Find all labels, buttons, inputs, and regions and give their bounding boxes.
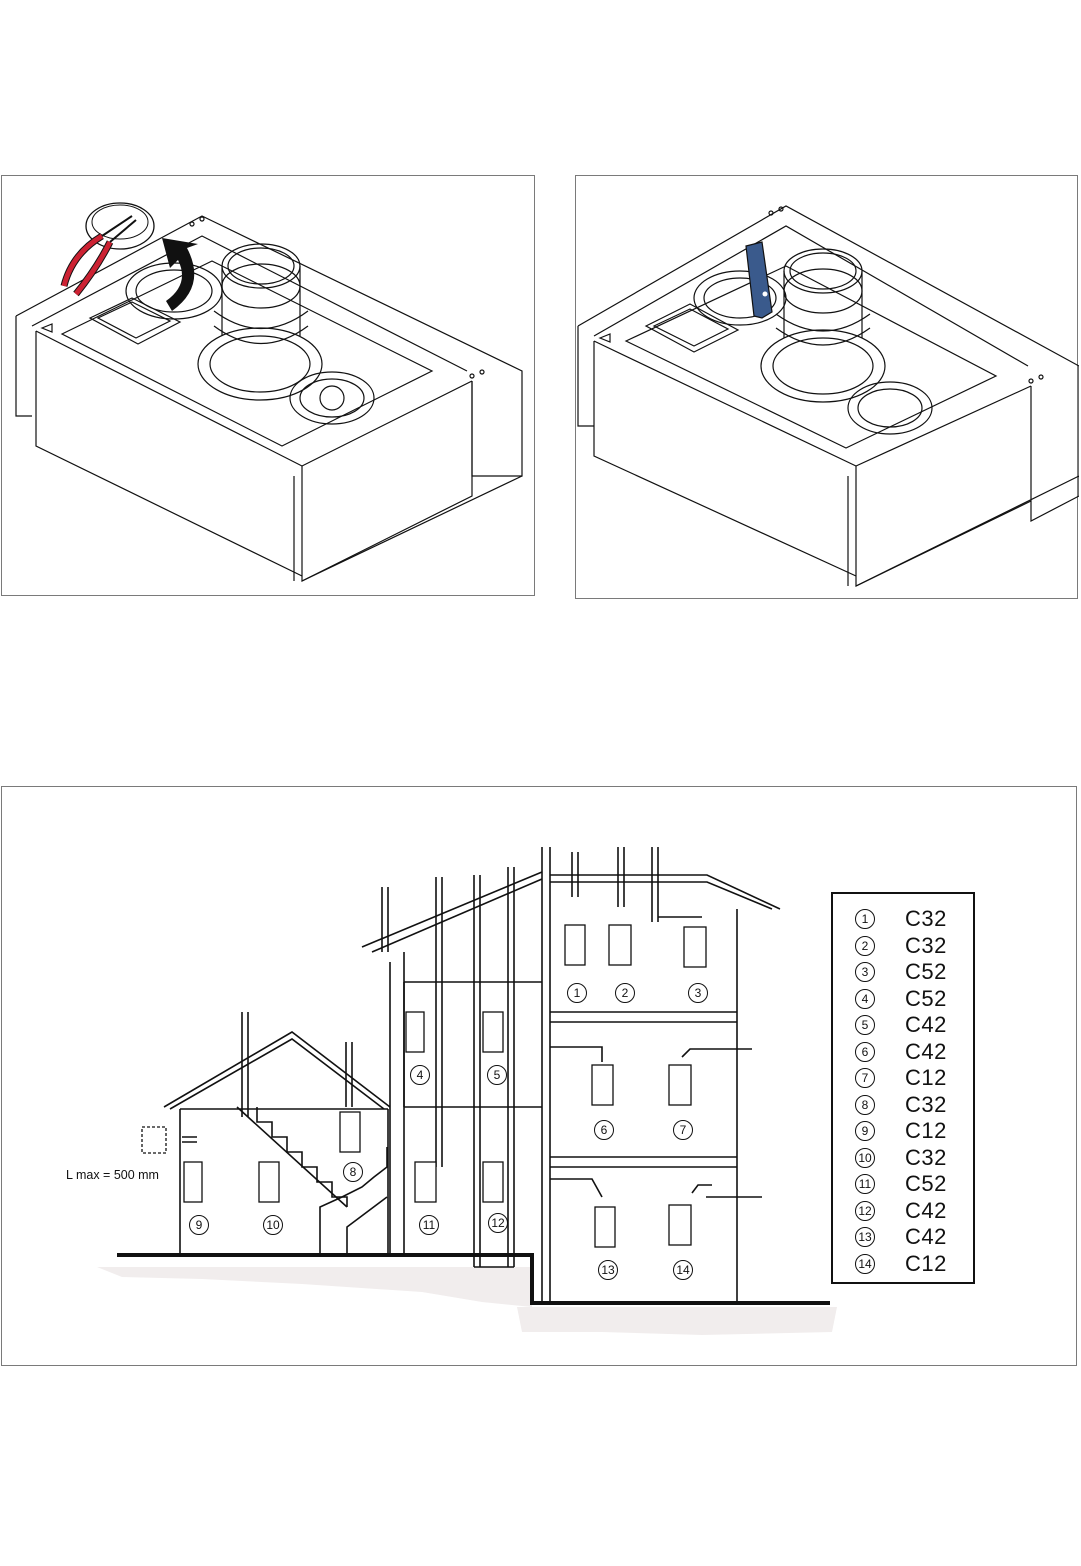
callout-4: 4 xyxy=(410,1065,430,1085)
callout-9: 9 xyxy=(189,1215,209,1235)
callout-5: 5 xyxy=(487,1065,507,1085)
callout-3: 3 xyxy=(688,983,708,1003)
building-section-drawing xyxy=(97,847,837,1335)
callout-1: 1 xyxy=(567,983,587,1003)
callout-2: 2 xyxy=(615,983,635,1003)
callout-7: 7 xyxy=(673,1120,693,1140)
callout-14: 14 xyxy=(673,1260,693,1280)
cap-removal-illustration xyxy=(1,175,535,596)
callout-12: 12 xyxy=(488,1213,508,1233)
tool-icon xyxy=(745,241,773,319)
callout-11: 11 xyxy=(419,1215,439,1235)
curved-arrow-icon xyxy=(162,238,198,311)
callout-13: 13 xyxy=(598,1260,618,1280)
installation-types-diagram: L max = 500 mm 1 2 3 4 5 6 7 8 9 10 11 1… xyxy=(1,786,1077,1366)
callout-6: 6 xyxy=(594,1120,614,1140)
pliers-icon xyxy=(60,215,137,297)
max-length-label: L max = 500 mm xyxy=(66,1168,159,1182)
boiler-top-with-tool xyxy=(577,205,1079,587)
callout-8: 8 xyxy=(343,1162,363,1182)
boiler-top-with-pliers xyxy=(15,202,523,582)
callout-10: 10 xyxy=(263,1215,283,1235)
cap-fitted-illustration xyxy=(575,175,1079,599)
